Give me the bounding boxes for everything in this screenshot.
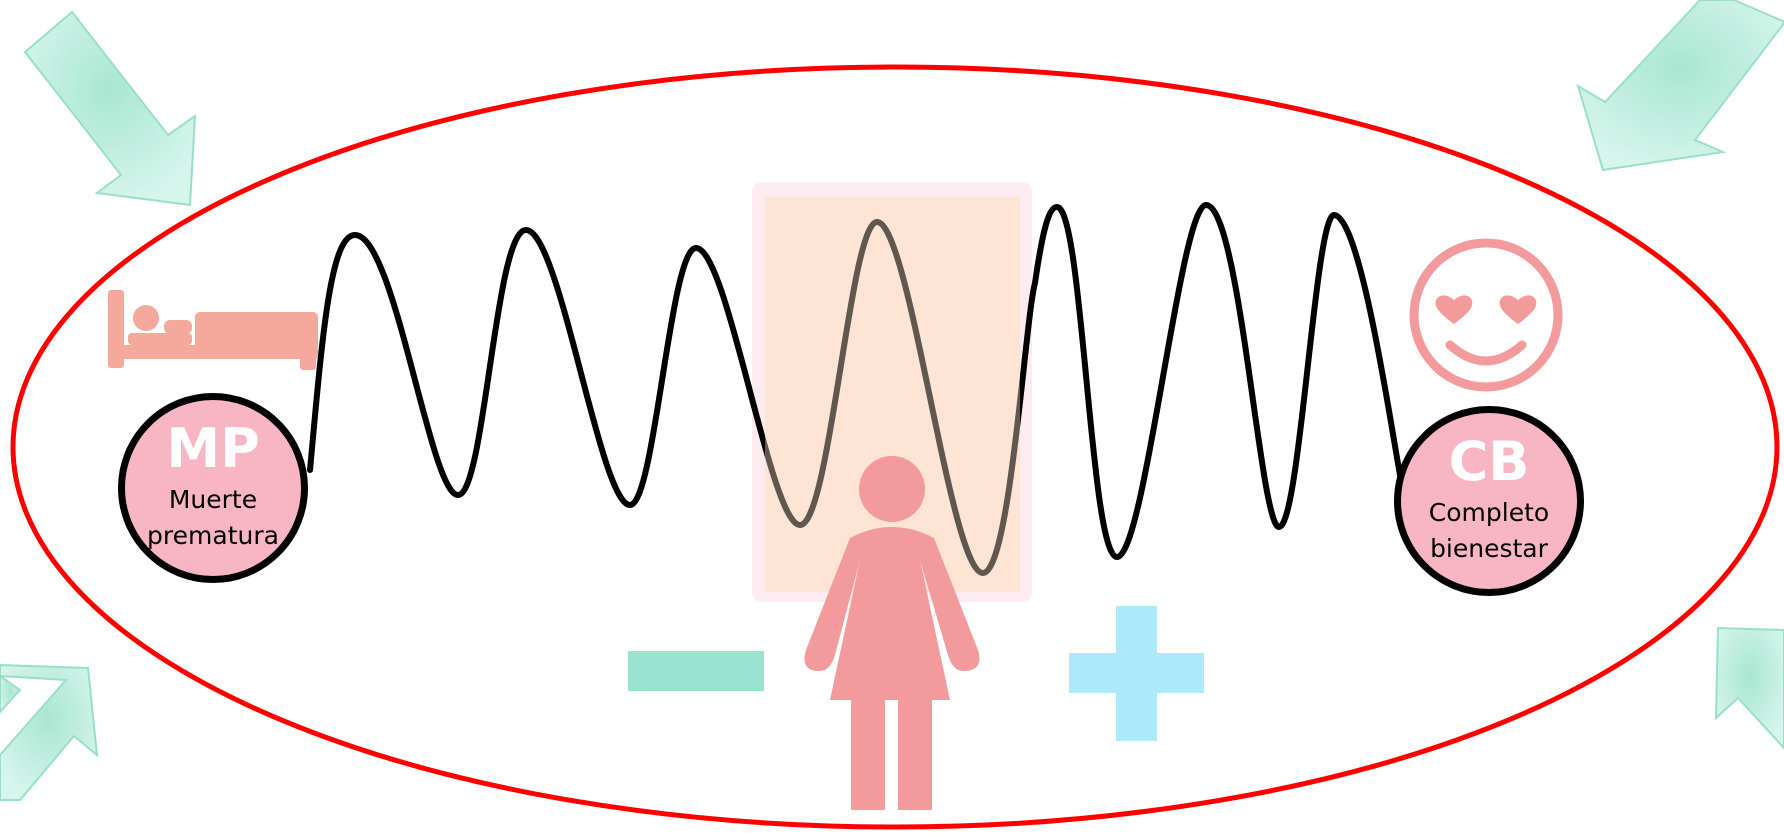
- endpoint-label-cb: Completo bienestar: [1428, 498, 1550, 563]
- highlight-band-overlay: [765, 197, 1020, 592]
- arrow-icon-bottom-left: [0, 663, 99, 801]
- highlight-band: [765, 197, 1020, 592]
- boundary-ellipse: [10, 64, 1780, 830]
- arrow-icon-bottom-right: [1714, 626, 1784, 750]
- arrow-icon-top-right: [1576, 0, 1784, 172]
- health-wave: [307, 201, 1403, 577]
- plus-sign: [1069, 606, 1204, 741]
- bed-icon: [108, 290, 318, 370]
- smiley-heart-eyes-icon: [1409, 238, 1563, 392]
- endpoint-label-mp: Muerte prematura: [147, 485, 279, 550]
- endpoint-complete-wellbeing: CB Completo bienestar: [1394, 406, 1584, 596]
- arrow-icon-top-left: [23, 10, 197, 207]
- woman-icon: [804, 456, 980, 810]
- minus-sign: [628, 651, 764, 691]
- endpoint-abbr-mp: MP: [166, 417, 260, 480]
- endpoint-premature-death: MP Muerte prematura: [118, 393, 308, 583]
- endpoint-abbr-cb: CB: [1448, 430, 1530, 493]
